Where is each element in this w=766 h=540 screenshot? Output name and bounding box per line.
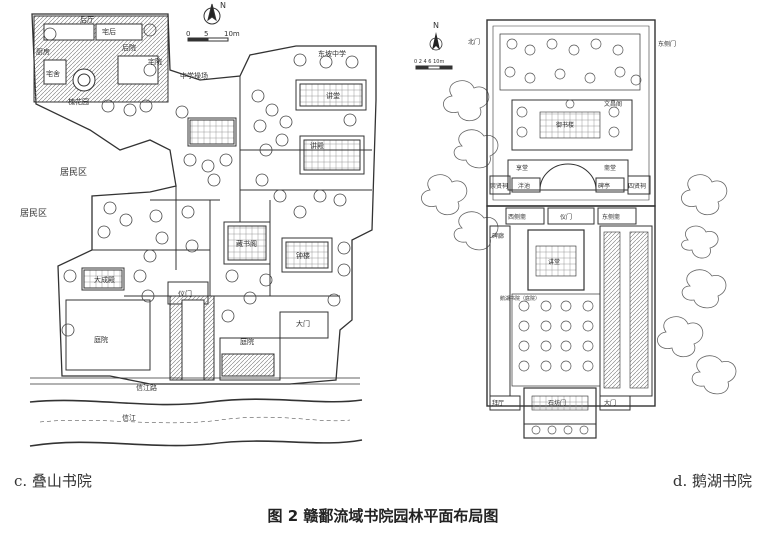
label-zhaishe: 宅舍	[46, 69, 60, 78]
label-right-north: N	[433, 21, 439, 30]
label-right-scale: 0 2 4 6 10m	[414, 59, 444, 65]
label-beilang: 碑廊	[492, 232, 504, 240]
label-shimen: 石坊门	[548, 399, 566, 407]
caption-ehu: d. 鹅湖书院	[672, 472, 752, 490]
caption-dieshan: c. 叠山书院	[14, 472, 92, 490]
left-trees	[43, 23, 359, 337]
left-plan	[29, 3, 377, 447]
label-yilu: 仪门	[560, 213, 572, 221]
label-tingyuan: 庭院	[94, 335, 108, 344]
label-houting: 后厅	[80, 15, 94, 24]
label-river: 信江	[122, 413, 136, 422]
label-jumin-2: 居民区	[20, 208, 47, 219]
left-scale-bar	[187, 37, 229, 42]
label-wenchang: 文昌阁	[604, 100, 622, 108]
river-bank-2	[29, 439, 363, 447]
label-dongpo: 东坡中学	[318, 49, 346, 58]
scale-0: 0	[186, 30, 190, 38]
scale-5: 5	[204, 30, 208, 38]
label-zhonglou: 钟楼	[296, 251, 310, 260]
label-damen-r: 大门	[604, 399, 616, 407]
scale-10m: 10m	[224, 30, 240, 38]
south-gate	[523, 387, 597, 439]
label-zhaiyuan: 宅院	[148, 57, 162, 66]
label-tingyuan-2: 庭院	[240, 337, 254, 346]
label-cezhai: 东侧斋	[602, 213, 620, 221]
river-bank-1	[29, 398, 363, 406]
label-gongtang: 拜厅	[492, 399, 504, 407]
label-damen: 大门	[296, 319, 310, 328]
courtyard-well	[72, 68, 96, 92]
label-zhaihou: 宅后	[102, 27, 116, 36]
label-jumin-1: 居民区	[60, 167, 87, 178]
label-jiangtang-r: 讲堂	[548, 258, 560, 266]
label-wumen: 仪门	[178, 289, 192, 298]
label-jiangtang: 讲堂	[326, 91, 340, 100]
right-north-arrow	[429, 32, 443, 51]
right-scale-bar	[415, 65, 453, 70]
left-north-arrow	[203, 3, 221, 25]
label-zhongxue: 中学操场	[180, 71, 208, 80]
label-zhaitang: 斋堂	[604, 164, 616, 172]
road-edge	[30, 377, 360, 385]
figure-caption: 图 2 赣鄱流域书院园林平面布局图	[267, 507, 499, 525]
label-jiangdian: 讲殿	[310, 141, 324, 150]
label-bei: 碑亭	[598, 182, 610, 190]
label-yuchi: 泮池	[518, 182, 530, 190]
right-plan	[415, 19, 737, 439]
label-left-north: N	[220, 1, 226, 10]
label-road: 信江路	[136, 383, 157, 392]
label-houhuayuan: 槐花园	[68, 97, 89, 106]
label-cangshu: 藏书阁	[236, 239, 257, 248]
label-dongmen: 东侧门	[658, 40, 676, 48]
label-chuying: 厨房	[36, 47, 50, 56]
label-tingyuan-r: 鹅湖书院（庭院）	[500, 295, 540, 302]
label-houyuan: 后院	[122, 43, 136, 52]
label-chongxian: 崇贤祠	[490, 182, 508, 190]
label-beimen: 北门	[468, 38, 480, 46]
label-sixian: 四贤祠	[628, 182, 646, 190]
label-yuzhong: 御书楼	[556, 121, 574, 129]
label-xizhai: 西侧斋	[508, 213, 526, 221]
label-xiangtang: 享堂	[516, 164, 528, 172]
label-dashang: 大成殿	[94, 275, 115, 284]
